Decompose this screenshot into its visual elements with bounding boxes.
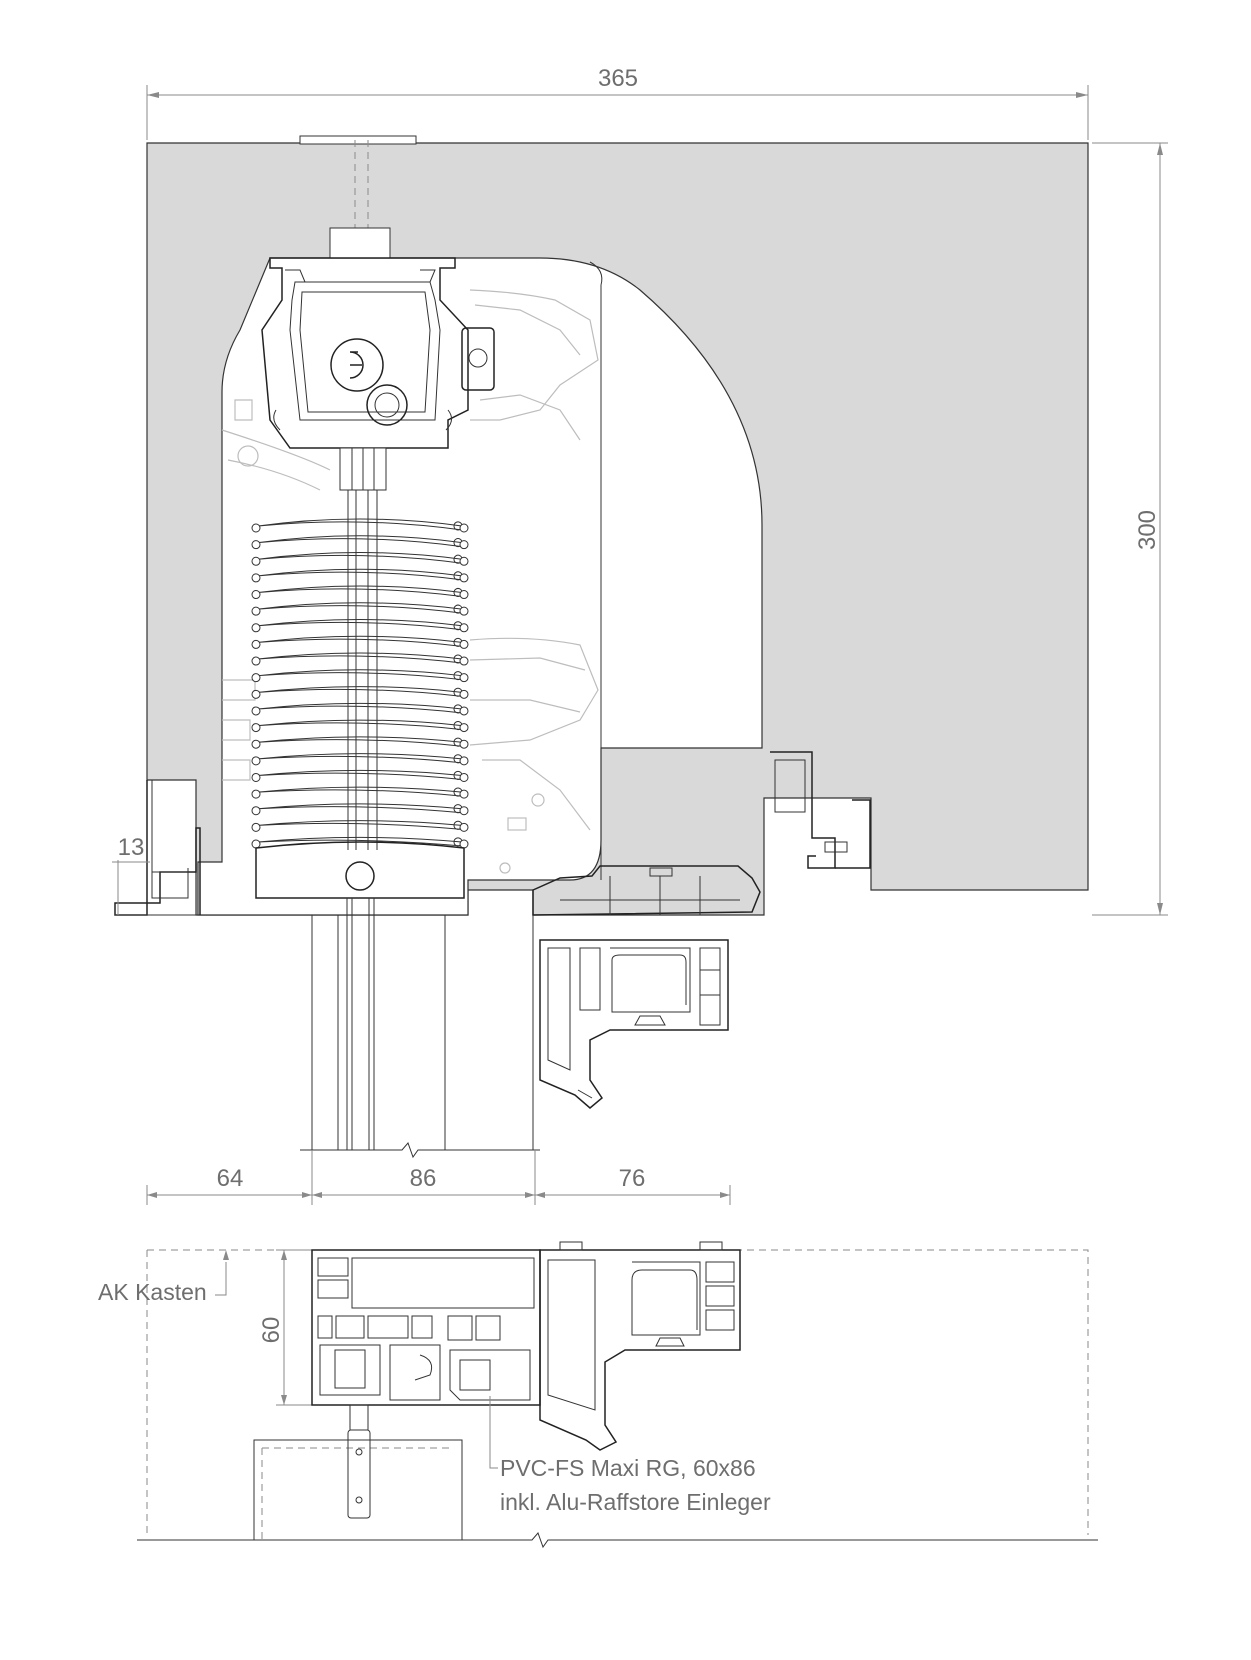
dimension-height-total: 300 — [1092, 142, 1168, 916]
slat-end-right — [459, 739, 469, 749]
lower-wall-block — [253, 1429, 463, 1540]
frame-top-profile — [532, 865, 761, 916]
wall-lintel-strips — [300, 898, 540, 1159]
slat-end-right — [459, 706, 469, 716]
slat-end-right — [459, 573, 469, 583]
dimension-bottom-chain: 64 86 76 — [146, 1150, 731, 1205]
window-frame-section — [539, 939, 729, 1109]
dimension-label-13: 13 — [118, 834, 145, 861]
slat-end-left — [251, 789, 261, 799]
slat-end-right — [459, 723, 469, 733]
slat-end-left — [251, 772, 261, 782]
slat-end-left — [251, 806, 261, 816]
dimension-label-300: 300 — [1134, 510, 1161, 550]
slat-end-right — [459, 822, 469, 832]
bottom-rail — [255, 841, 465, 899]
left-trim-profile — [114, 780, 201, 916]
dimension-label-64: 64 — [217, 1165, 244, 1192]
slat-end-left — [251, 573, 261, 583]
slat-end-left — [251, 723, 261, 733]
shutter-cavity — [197, 257, 763, 916]
slat-end-left — [251, 523, 261, 533]
slat-end-right — [459, 523, 469, 533]
slat-end-left — [251, 673, 261, 683]
profile-label-line2: inkl. Alu-Raffstore Einleger — [500, 1489, 771, 1515]
slat-end-left — [251, 756, 261, 766]
slat-end-right — [459, 789, 469, 799]
slat-end-right — [459, 590, 469, 600]
slat-end-right — [459, 673, 469, 683]
ghost-mechanism-outline — [221, 289, 599, 874]
slat-end-right — [459, 606, 469, 616]
headbox-bracket — [261, 257, 495, 449]
slat-end-right — [459, 756, 469, 766]
lower-window-profile — [311, 1241, 741, 1451]
profile-annotation: PVC-FS Maxi RG, 60x86 inkl. Alu-Raffstor… — [489, 1396, 771, 1515]
slat-end-right — [459, 806, 469, 816]
dimension-label-365: 365 — [598, 65, 638, 92]
right-step-profile — [770, 751, 871, 869]
slat-end-right — [459, 839, 469, 849]
slat-end-right — [459, 639, 469, 649]
slat-end-left — [251, 706, 261, 716]
slat-end-left — [251, 689, 261, 699]
slat-end-right — [459, 689, 469, 699]
slat-end-right — [459, 623, 469, 633]
central-axle — [299, 135, 417, 259]
slat-stack — [251, 518, 469, 849]
slat-end-left — [251, 590, 261, 600]
slat-end-left — [251, 822, 261, 832]
slat-end-left — [251, 656, 261, 666]
slat-end-left — [251, 540, 261, 550]
dimension-label-60: 60 — [258, 1317, 285, 1344]
slat-end-left — [251, 839, 261, 849]
slat-end-left — [251, 623, 261, 633]
ak-kasten-label: AK Kasten — [98, 1279, 207, 1305]
slat-end-left — [251, 606, 261, 616]
slat-end-right — [459, 656, 469, 666]
slat-end-right — [459, 556, 469, 566]
slat-end-right — [459, 540, 469, 550]
dimension-label-76: 76 — [619, 1165, 646, 1192]
ak-kasten-annotation: AK Kasten — [98, 1250, 229, 1305]
dimension-section-height: 60 — [258, 1249, 312, 1406]
slat-end-left — [251, 739, 261, 749]
dimension-label-86: 86 — [410, 1165, 437, 1192]
slat-end-right — [459, 772, 469, 782]
dimension-width-total: 365 — [146, 65, 1089, 140]
slat-end-left — [251, 556, 261, 566]
profile-label-line1: PVC-FS Maxi RG, 60x86 — [500, 1455, 756, 1481]
dimension-offset-left: 13 — [112, 834, 150, 915]
slat-end-left — [251, 639, 261, 649]
cavity-inner-curve — [589, 261, 603, 286]
